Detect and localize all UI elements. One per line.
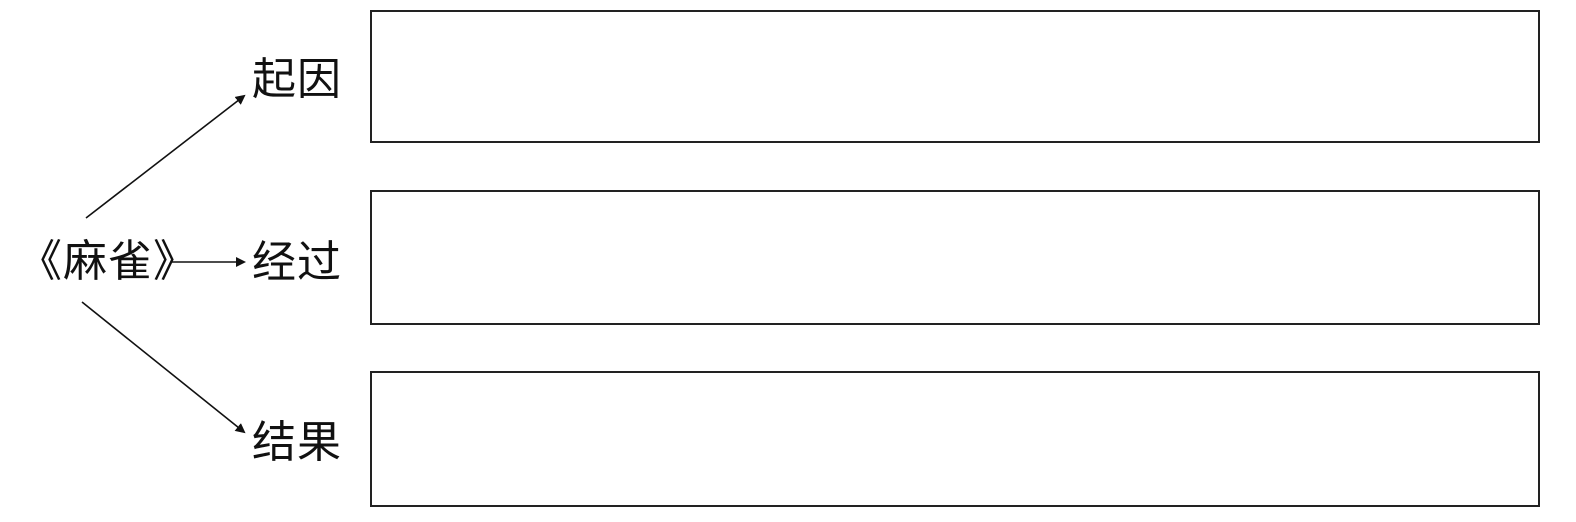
process-answer-box[interactable]	[370, 190, 1540, 325]
arrow-to-cause	[85, 94, 246, 219]
result-label: 结果	[252, 417, 342, 468]
arrow-to-result	[81, 301, 246, 434]
cause-label: 起因	[252, 54, 342, 105]
story-title: 《麻雀》	[18, 236, 198, 287]
result-answer-box[interactable]	[370, 371, 1540, 507]
cause-answer-box[interactable]	[370, 10, 1540, 143]
process-label: 经过	[252, 237, 342, 288]
